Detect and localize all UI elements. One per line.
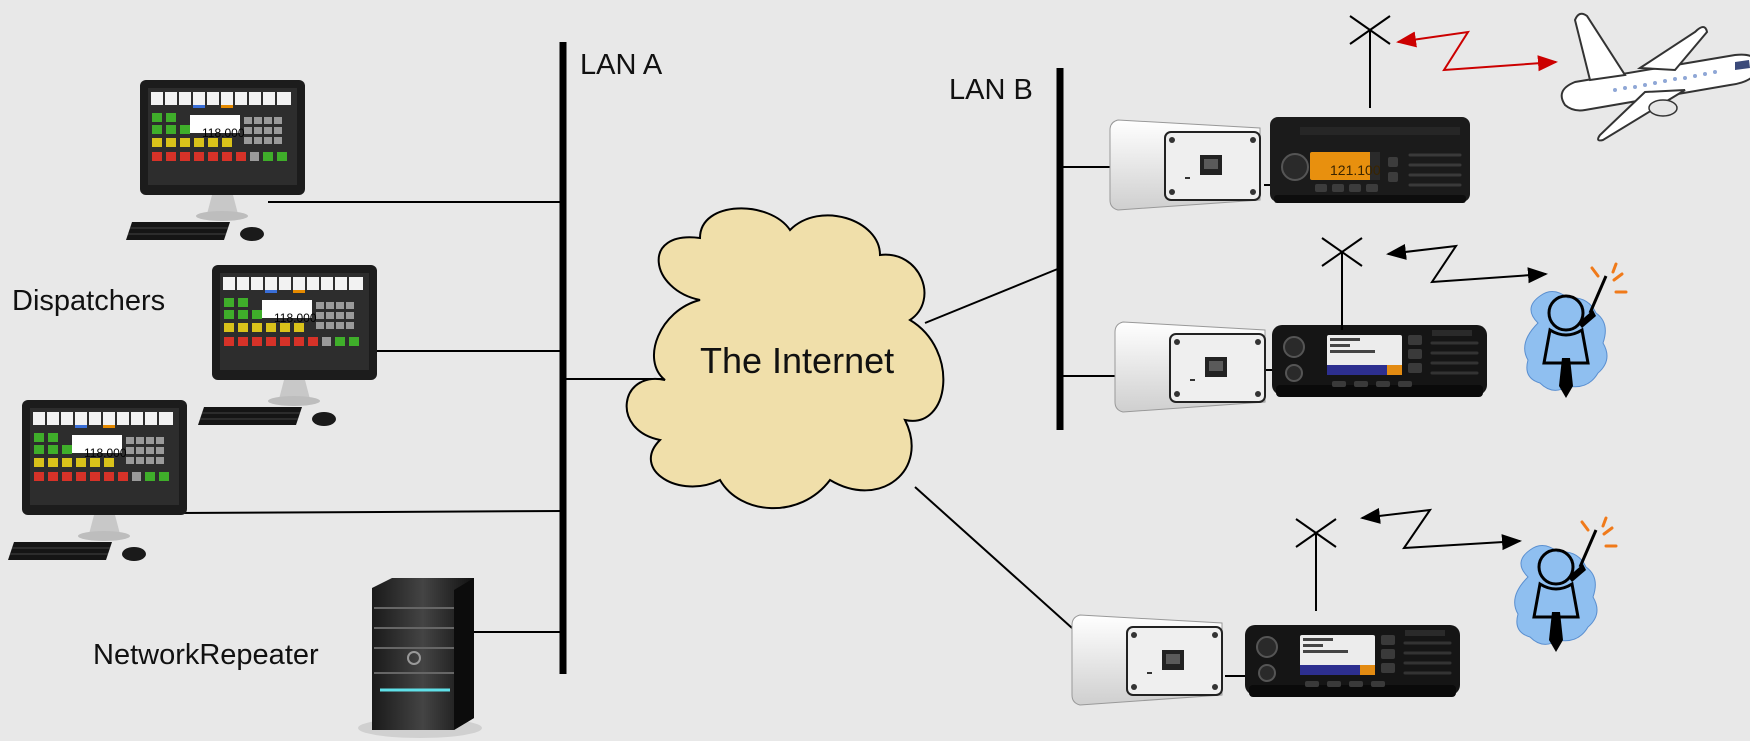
dispatcher-computer-1 (125, 79, 306, 242)
network-links (177, 166, 1272, 677)
air-radio-link (1396, 30, 1558, 72)
link-internet-gw3 (914, 486, 1073, 629)
mobile-radio-1 (1270, 323, 1489, 399)
screen-readouts: 118.000 118.000 118.000 121.100 (84, 126, 1381, 460)
ground-radio-link-1 (1386, 243, 1548, 284)
monitor-2-frequency: 118.000 (274, 311, 317, 325)
airband-radio-frequency: 121.100 (1330, 162, 1381, 178)
airband-radio-icon (1270, 117, 1470, 203)
monitor-3-frequency: 118.000 (84, 446, 127, 460)
person-with-radio-icon-2 (1513, 516, 1618, 654)
monitor-1-frequency: 118.000 (202, 126, 245, 140)
gateway-box-1 (1109, 119, 1261, 211)
gateway-box-3 (1071, 614, 1223, 706)
antenna-icon-2 (1321, 237, 1363, 331)
mobile-radio-2 (1243, 623, 1462, 699)
dispatchers-label: Dispatchers (12, 285, 166, 317)
link-internet-lan-b (924, 267, 1061, 324)
network-repeater-label: NetworkRepeater (93, 639, 319, 671)
lan-a-label: LAN A (580, 49, 663, 81)
person-with-radio-icon-1 (1523, 262, 1628, 400)
ground-radio-link-2 (1360, 507, 1522, 551)
internet-label: The Internet (700, 340, 895, 381)
dispatcher-computer-3 (7, 399, 188, 562)
antenna-icon-1 (1349, 15, 1391, 109)
dispatcher-computer-2 (197, 264, 378, 427)
gateway-box-2 (1114, 321, 1266, 413)
antenna-icon-3 (1295, 518, 1337, 612)
server-icon (358, 578, 482, 738)
airplane-icon (1560, 12, 1750, 142)
link-monitor-3 (177, 510, 564, 514)
internet-cloud-icon (625, 207, 945, 510)
lan-b-label: LAN B (949, 74, 1033, 106)
